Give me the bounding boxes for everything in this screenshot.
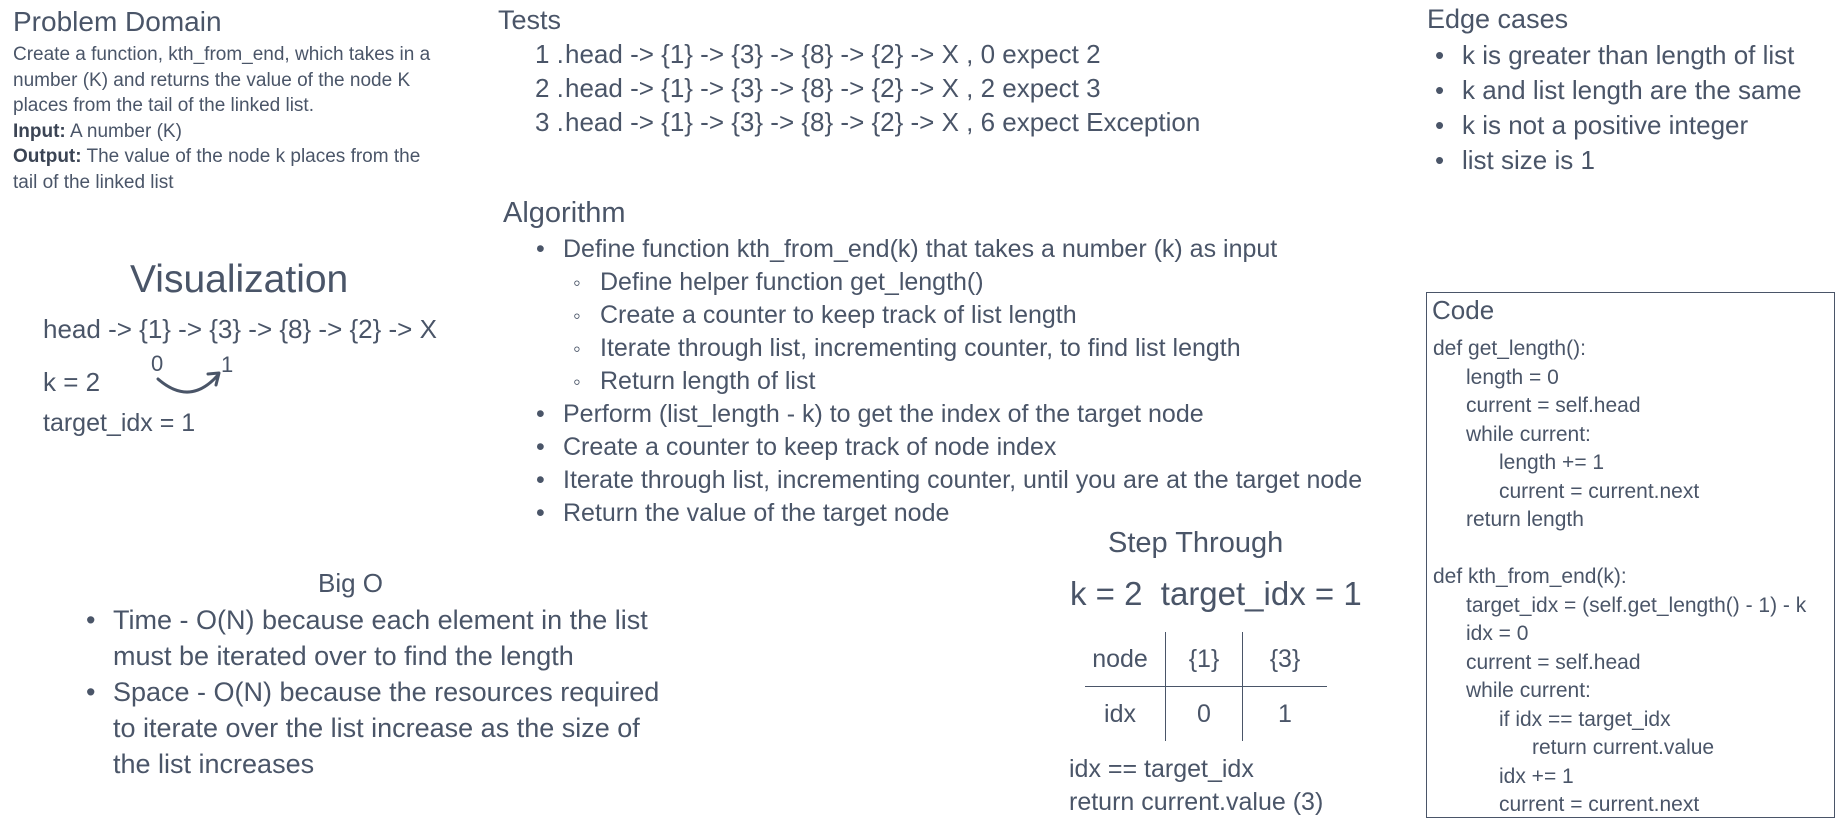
code-line: current = self.head bbox=[1466, 650, 1641, 674]
visualization-list: head -> {1} -> {3} -> {8} -> {2} -> X bbox=[43, 314, 437, 344]
test-number: 1 . bbox=[535, 39, 564, 69]
table-cell: node bbox=[1092, 644, 1148, 673]
output-text: The value of the node k places from the bbox=[81, 146, 421, 167]
algorithm-substep: Create a counter to keep track of list l… bbox=[565, 299, 1362, 332]
code-line: current = current.next bbox=[1499, 793, 1700, 816]
algorithm-step: Iterate through list, incrementing count… bbox=[528, 464, 1362, 497]
table-row: node {1} {3} bbox=[1085, 632, 1327, 687]
edge-cases-title: Edge cases bbox=[1427, 4, 1569, 34]
edge-case-item: k and list length are the same bbox=[1427, 73, 1802, 108]
table-row: idx 0 1 bbox=[1085, 686, 1327, 741]
output-line-2: tail of the linked list bbox=[13, 171, 174, 193]
input-line: Input: A number (K) bbox=[13, 119, 473, 145]
input-label: Input: bbox=[13, 120, 66, 142]
algorithm-list: Define function kth_from_end(k) that tak… bbox=[528, 233, 1362, 530]
test-text: head -> {1} -> {3} -> {8} -> {2} -> X , … bbox=[565, 107, 1201, 137]
algorithm-substep: Define helper function get_length() bbox=[565, 266, 1362, 299]
tests-list: 1 .head -> {1} -> {3} -> {8} -> {2} -> X… bbox=[535, 39, 1200, 141]
code-line: length = 0 bbox=[1466, 365, 1559, 389]
test-item: 2 .head -> {1} -> {3} -> {8} -> {2} -> X… bbox=[535, 73, 1200, 107]
code-line: target_idx = (self.get_length() - 1) - k bbox=[1466, 593, 1807, 617]
tests-title: Tests bbox=[498, 5, 562, 35]
step-through-title: Step Through bbox=[1108, 527, 1284, 559]
test-number: 2 . bbox=[535, 73, 564, 103]
problem-description-line: number (K) and returns the value of the … bbox=[13, 69, 411, 91]
code-block: def get_length():length = 0 current = sel… bbox=[1433, 335, 1807, 817]
code-line: current = self.head bbox=[1466, 394, 1641, 417]
big-o-list: Time - O(N) because each element in the … bbox=[78, 602, 668, 782]
code-line: length += 1 bbox=[1499, 451, 1605, 474]
step-through-line-1: idx == target_idx bbox=[1069, 755, 1254, 783]
algorithm-step: Create a counter to keep track of node i… bbox=[528, 431, 1362, 464]
big-o-item: Time - O(N) because each element in the … bbox=[78, 602, 668, 674]
output-label: Output: bbox=[13, 146, 82, 167]
big-o-item: Space - O(N) because the resources requi… bbox=[78, 674, 668, 782]
output-line: Output: The value of the node k places f… bbox=[13, 144, 473, 170]
table-cell: 0 bbox=[1165, 686, 1243, 741]
code-line: current = current.next bbox=[1499, 479, 1700, 503]
algorithm-step: Define function kth_from_end(k) that tak… bbox=[528, 233, 1362, 398]
code-line: idx += 1 bbox=[1499, 764, 1574, 788]
code-line bbox=[1433, 535, 1806, 564]
problem-domain-description: Create a function, kth_from_end, which t… bbox=[13, 42, 473, 195]
code-line: def kth_from_end(k): bbox=[1433, 565, 1627, 588]
table-cell: idx bbox=[1085, 686, 1166, 741]
table-cell: 1 bbox=[1242, 686, 1327, 741]
algorithm-step-text: Define function kth_from_end(k) that tak… bbox=[563, 235, 1278, 263]
edge-case-item: k is greater than length of list bbox=[1427, 38, 1802, 73]
step-through-line-2: return current.value (3) bbox=[1069, 788, 1324, 816]
step-through-header: k = 2 target_idx = 1 bbox=[1070, 575, 1362, 612]
edge-case-item: list size is 1 bbox=[1427, 143, 1802, 178]
problem-description-line: Create a function, kth_from_end, which t… bbox=[13, 44, 431, 65]
algorithm-step: Perform (list_length - k) to get the ind… bbox=[528, 398, 1362, 431]
code-line: return current.value bbox=[1532, 736, 1715, 759]
table-cell: {3} bbox=[1242, 632, 1327, 687]
code-box: Code def get_length():length = 0 current … bbox=[1426, 292, 1835, 818]
step-through-table: node {1} {3} idx 0 1 bbox=[1085, 632, 1327, 741]
edge-case-item: k is not a positive integer bbox=[1427, 108, 1802, 143]
code-line: def get_length(): bbox=[1433, 337, 1586, 360]
test-item: 3 .head -> {1} -> {3} -> {8} -> {2} -> X… bbox=[535, 107, 1200, 141]
algorithm-step: Return the value of the target node bbox=[528, 497, 1362, 530]
code-line: while current: bbox=[1466, 679, 1591, 702]
algorithm-substeps: Define helper function get_length() Crea… bbox=[565, 266, 1362, 398]
algorithm-title: Algorithm bbox=[503, 197, 626, 229]
input-text: A number (K) bbox=[65, 120, 182, 142]
algorithm-substep: Iterate through list, incrementing count… bbox=[565, 332, 1362, 365]
test-text: head -> {1} -> {3} -> {8} -> {2} -> X , … bbox=[565, 39, 1101, 69]
test-text: head -> {1} -> {3} -> {8} -> {2} -> X , … bbox=[565, 73, 1101, 103]
test-item: 1 .head -> {1} -> {3} -> {8} -> {2} -> X… bbox=[535, 39, 1200, 73]
problem-description-line: places from the tail of the linked list. bbox=[13, 95, 314, 116]
code-line: if idx == target_idx bbox=[1499, 707, 1671, 731]
arrow-from-label: 0 bbox=[151, 351, 164, 376]
visualization-target: target_idx = 1 bbox=[43, 409, 196, 437]
visualization-k: k = 2 bbox=[43, 367, 101, 397]
test-number: 3 . bbox=[535, 107, 564, 137]
algorithm-substep: Return length of list bbox=[565, 365, 1362, 398]
edge-cases-list: k is greater than length of list k and l… bbox=[1427, 38, 1802, 178]
table-cell: {1} bbox=[1165, 632, 1243, 687]
code-line: while current: bbox=[1466, 422, 1591, 446]
arrow-to-label: 1 bbox=[221, 352, 234, 377]
visualization-title: Visualization bbox=[130, 258, 349, 301]
problem-domain-title: Problem Domain bbox=[13, 6, 222, 37]
curved-arrow-icon bbox=[156, 371, 221, 394]
code-title: Code bbox=[1432, 295, 1495, 325]
code-line: idx = 0 bbox=[1466, 622, 1529, 645]
code-line: return length bbox=[1466, 508, 1584, 531]
big-o-title: Big O bbox=[318, 568, 384, 598]
